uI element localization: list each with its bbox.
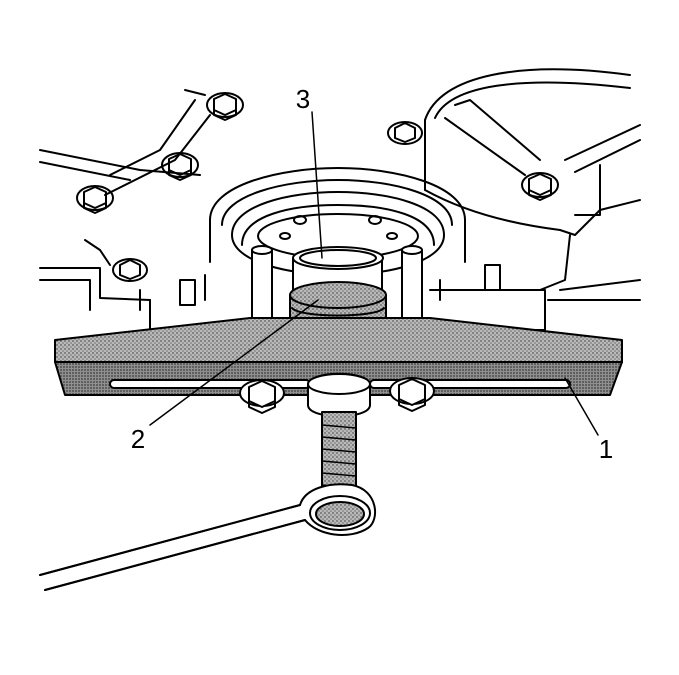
forcing-screw xyxy=(307,372,371,498)
seal-part-3 xyxy=(292,246,384,291)
housing-outline xyxy=(39,68,641,331)
wrench-icon xyxy=(39,483,376,591)
bolt-head-icon xyxy=(387,121,423,145)
bolt-head-icon xyxy=(206,92,244,121)
callout-label-1: 1 xyxy=(599,434,613,464)
leader-lines xyxy=(149,111,599,436)
bolt-head-icon xyxy=(239,379,285,414)
bar-bolts xyxy=(239,377,435,414)
bolt-head-icon xyxy=(161,152,199,181)
bolt-head-icon xyxy=(112,258,148,282)
puller-bar-part-1 xyxy=(54,317,623,396)
callout-label-3: 3 xyxy=(296,84,310,114)
bolt-head-icon xyxy=(389,377,435,412)
bolt-head-icon xyxy=(76,185,114,214)
bolt-head-icon xyxy=(521,172,559,201)
housing-bolts xyxy=(76,92,559,282)
callout-label-2: 2 xyxy=(131,424,145,454)
